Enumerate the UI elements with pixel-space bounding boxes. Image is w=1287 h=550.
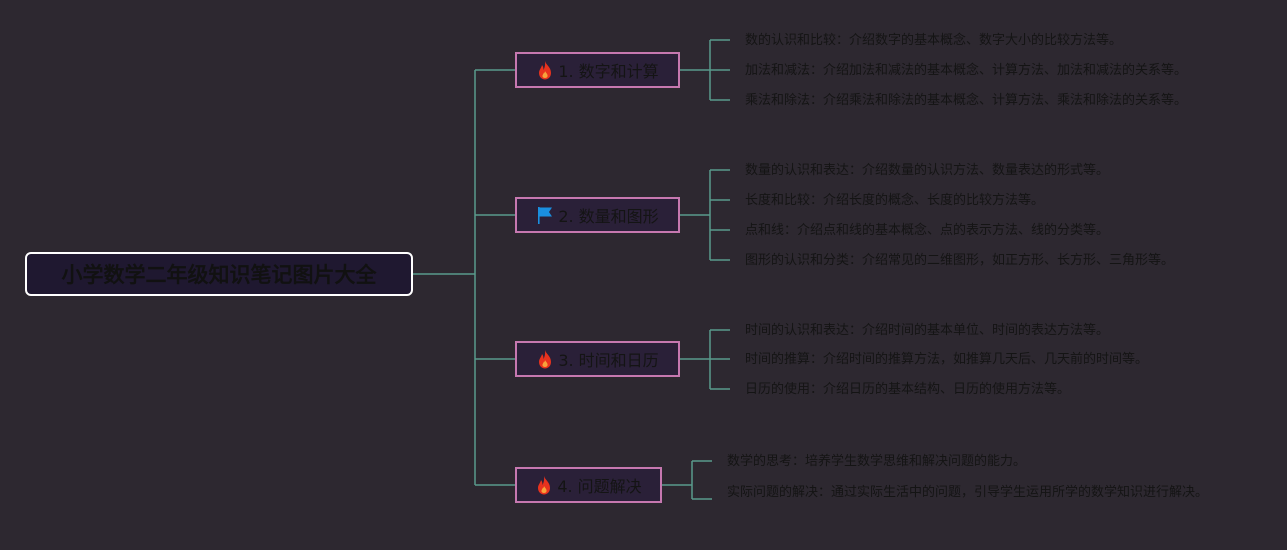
- flag-icon: [536, 205, 554, 225]
- root-node[interactable]: 小学数学二年级知识笔记图片大全: [25, 252, 413, 296]
- branch-label-4: 4. 问题解决: [557, 477, 642, 496]
- branch-node-2[interactable]: 2. 数量和图形: [515, 197, 680, 233]
- leaf-item[interactable]: 加法和减法：介绍加法和减法的基本概念、计算方法、加法和减法的关系等。: [745, 63, 1188, 78]
- leaf-item[interactable]: 乘法和除法：介绍乘法和除法的基本概念、计算方法、乘法和除法的关系等。: [745, 93, 1188, 108]
- branch-label-1: 1. 数字和计算: [558, 62, 659, 81]
- root-title: 小学数学二年级知识笔记图片大全: [61, 263, 377, 287]
- leaf-item[interactable]: 点和线：介绍点和线的基本概念、点的表示方法、线的分类等。: [745, 223, 1110, 238]
- fire-icon: [535, 475, 553, 495]
- leaf-item[interactable]: 数的认识和比较：介绍数字的基本概念、数字大小的比较方法等。: [745, 33, 1123, 48]
- branch-node-1[interactable]: 1. 数字和计算: [515, 52, 680, 88]
- branch-node-4[interactable]: 4. 问题解决: [515, 467, 662, 503]
- fire-icon: [536, 60, 554, 80]
- leaf-item[interactable]: 数量的认识和表达：介绍数量的认识方法、数量表达的形式等。: [745, 163, 1110, 178]
- leaf-item[interactable]: 日历的使用：介绍日历的基本结构、日历的使用方法等。: [745, 382, 1071, 397]
- branch-label-2: 2. 数量和图形: [558, 207, 659, 226]
- branch-label-3: 3. 时间和日历: [558, 351, 659, 370]
- leaf-item[interactable]: 时间的认识和表达：介绍时间的基本单位、时间的表达方法等。: [745, 323, 1110, 338]
- leaf-item[interactable]: 实际问题的解决：通过实际生活中的问题，引导学生运用所学的数学知识进行解决。: [727, 485, 1209, 500]
- leaf-item[interactable]: 长度和比较：介绍长度的概念、长度的比较方法等。: [745, 193, 1045, 208]
- leaf-item[interactable]: 数学的思考：培养学生数学思维和解决问题的能力。: [727, 454, 1027, 469]
- branch-node-3[interactable]: 3. 时间和日历: [515, 341, 680, 377]
- leaf-item[interactable]: 时间的推算：介绍时间的推算方法，如推算几天后、几天前的时间等。: [745, 352, 1149, 367]
- leaf-item[interactable]: 图形的认识和分类：介绍常见的二维图形，如正方形、长方形、三角形等。: [745, 253, 1175, 268]
- fire-icon: [536, 349, 554, 369]
